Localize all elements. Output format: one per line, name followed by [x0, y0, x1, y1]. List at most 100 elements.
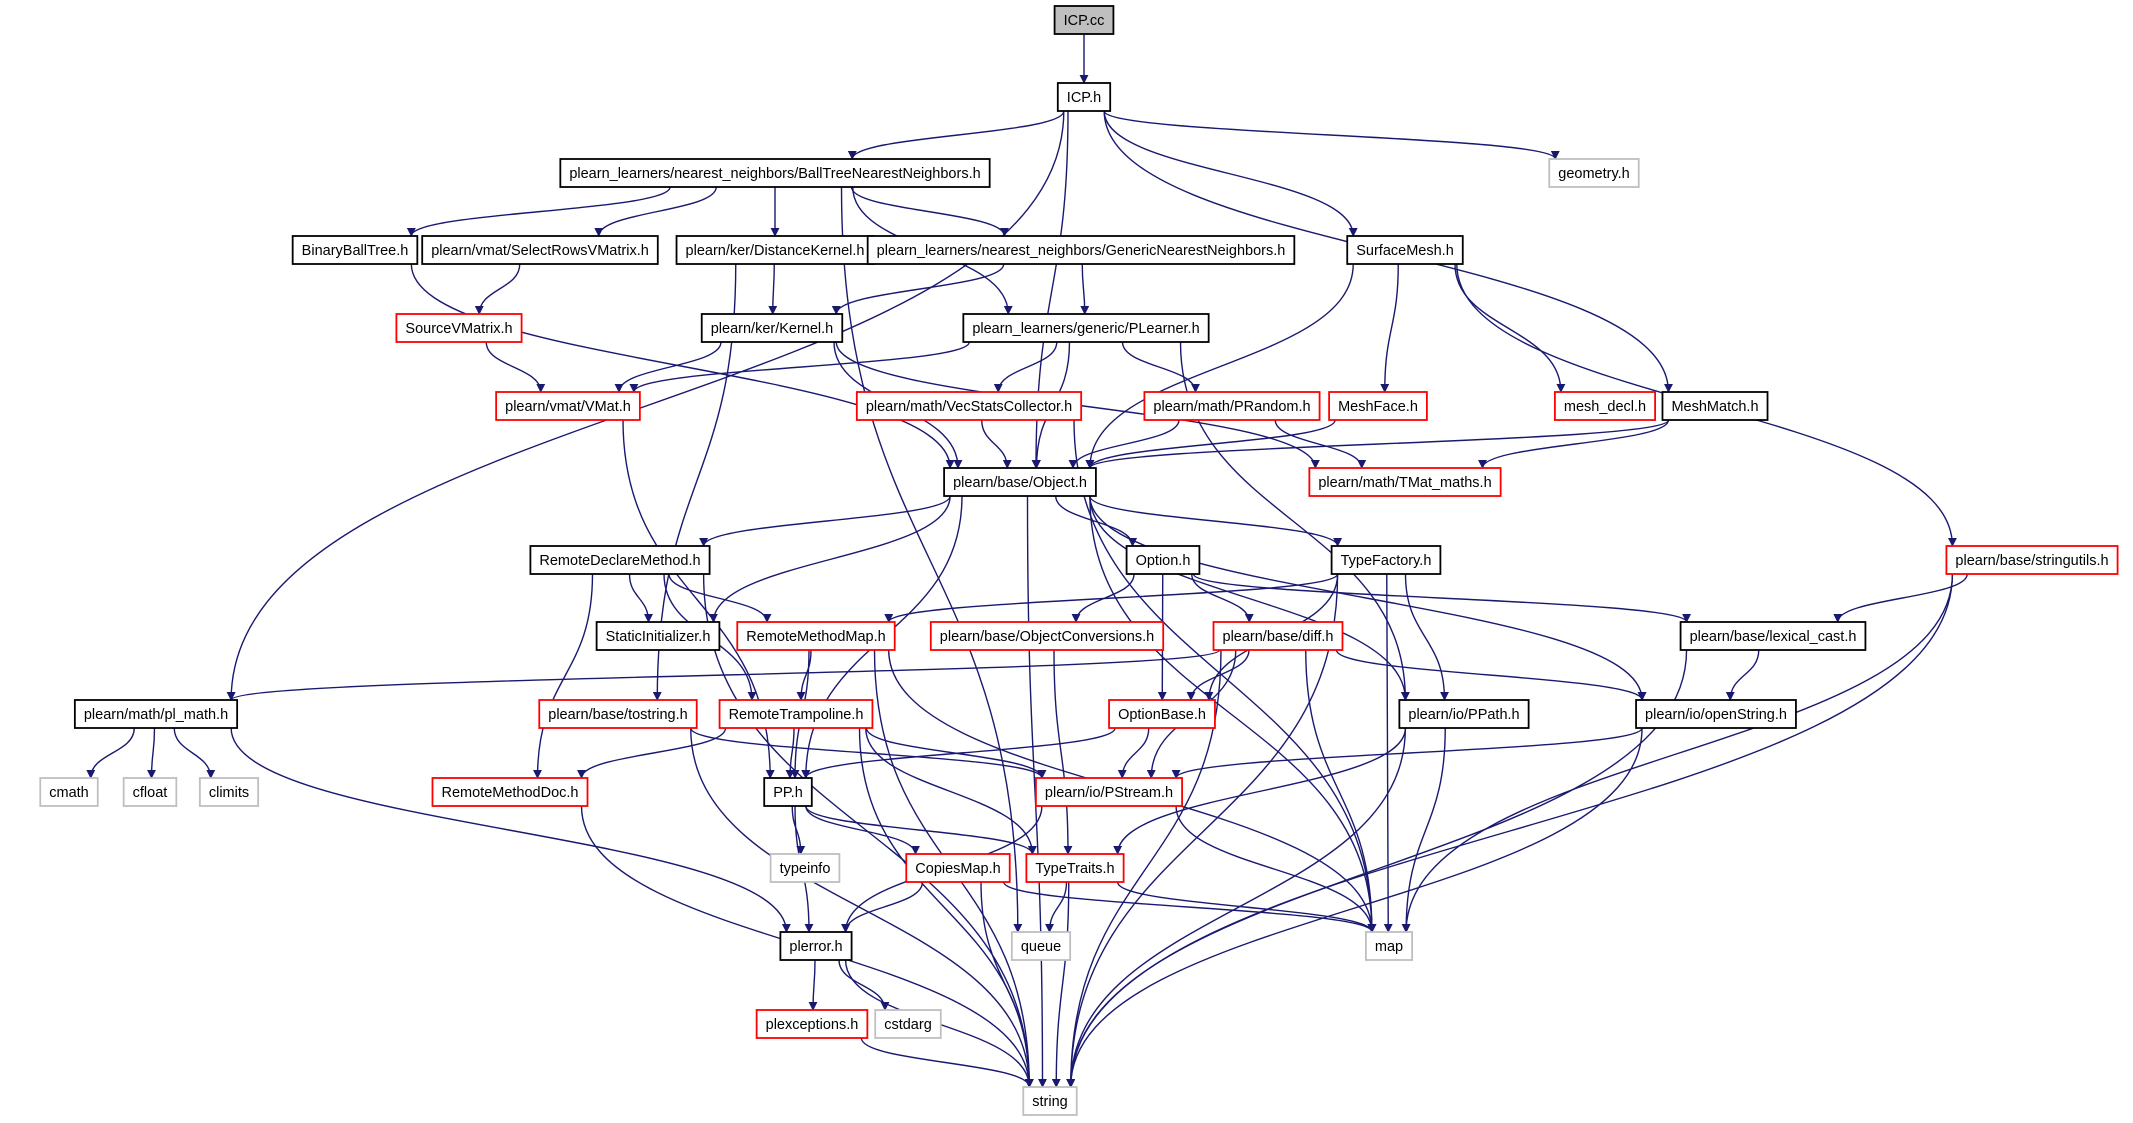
- node-string[interactable]: string: [1022, 1086, 1078, 1116]
- node-box: [1022, 1086, 1078, 1116]
- node-box: [1328, 391, 1428, 421]
- edge-diff-to-openstring: [1335, 649, 1647, 701]
- node-remotemap[interactable]: RemoteMethodMap.h: [736, 621, 896, 651]
- node-label: plearn/math/TMat_maths.h: [1318, 475, 1491, 491]
- edge-copiesmap-to-string: [980, 881, 1034, 1088]
- node-remotetramp[interactable]: RemoteTrampoline.h: [718, 699, 874, 729]
- node-staticinit[interactable]: StaticInitializer.h: [595, 621, 721, 651]
- node-remotedecl[interactable]: RemoteDeclareMethod.h: [529, 545, 711, 575]
- node-remotedoc[interactable]: RemoteMethodDoc.h: [431, 777, 589, 807]
- node-map[interactable]: map: [1364, 931, 1414, 961]
- node-label: cfloat: [133, 785, 168, 801]
- node-plmath[interactable]: plearn/math/pl_math.h: [73, 699, 239, 729]
- node-label: plearn_learners/nearest_neighbors/BallTr…: [569, 166, 980, 182]
- edge-icp_h-to-geometry: [1103, 110, 1560, 160]
- node-copiesmap[interactable]: CopiesMap.h: [905, 853, 1011, 883]
- node-ppath[interactable]: plearn/io/PPath.h: [1398, 699, 1530, 729]
- node-box: [1548, 158, 1640, 188]
- edge-plearner-to-vecstats: [993, 341, 1058, 393]
- node-lexcast[interactable]: plearn/base/lexical_cast.h: [1679, 621, 1867, 651]
- node-genericnn[interactable]: plearn_learners/nearest_neighbors/Generi…: [866, 235, 1296, 265]
- node-label: plearn/ker/DistanceKernel.h: [686, 243, 865, 259]
- node-objconv[interactable]: plearn/base/ObjectConversions.h: [929, 621, 1165, 651]
- node-pp[interactable]: PP.h: [763, 777, 813, 807]
- node-meshface[interactable]: MeshFace.h: [1328, 391, 1428, 421]
- node-openstring[interactable]: plearn/io/openString.h: [1635, 699, 1797, 729]
- node-meshmatch[interactable]: MeshMatch.h: [1661, 391, 1769, 421]
- node-typetraits[interactable]: TypeTraits.h: [1025, 853, 1125, 883]
- node-label: MeshMatch.h: [1671, 399, 1758, 415]
- edge-openstring-to-string: [1066, 727, 1643, 1088]
- edge-option-to-diff: [1191, 573, 1254, 623]
- node-option[interactable]: Option.h: [1125, 545, 1201, 575]
- node-label: RemoteMethodDoc.h: [441, 785, 578, 801]
- node-label: OptionBase.h: [1118, 707, 1206, 723]
- edge-icp_h-to-ballnn: [847, 110, 1065, 160]
- node-ballnn[interactable]: plearn_learners/nearest_neighbors/BallTr…: [559, 158, 991, 188]
- edges-layer: [86, 33, 1968, 1088]
- node-surfacemesh[interactable]: SurfaceMesh.h: [1346, 235, 1464, 265]
- node-box: [905, 853, 1011, 883]
- node-tostring[interactable]: plearn/base/tostring.h: [538, 699, 698, 729]
- edge-pstream-to-map: [1175, 805, 1377, 933]
- edge-diff-to-string: [1066, 649, 1222, 1088]
- node-box: [595, 621, 721, 651]
- edge-prandom-to-object: [1068, 419, 1180, 469]
- node-box: [755, 1009, 869, 1039]
- node-box: [1945, 545, 2119, 575]
- node-plexc[interactable]: plexceptions.h: [755, 1009, 869, 1039]
- node-kernel[interactable]: plearn/ker/Kernel.h: [700, 313, 844, 343]
- node-cfloat[interactable]: cfloat: [122, 777, 178, 807]
- node-cmath[interactable]: cmath: [39, 777, 99, 807]
- node-selrows[interactable]: plearn/vmat/SelectRowsVMatrix.h: [421, 235, 659, 265]
- node-label: cstdarg: [884, 1017, 932, 1033]
- node-box: [943, 467, 1097, 497]
- node-vecstats[interactable]: plearn/math/VecStatsCollector.h: [855, 391, 1083, 421]
- edge-vecstats-to-object: [981, 419, 1012, 469]
- node-typefactory[interactable]: TypeFactory.h: [1330, 545, 1442, 575]
- edge-object-to-ppath: [1089, 495, 1410, 701]
- node-climits[interactable]: climits: [198, 777, 260, 807]
- node-balltree[interactable]: BinaryBallTree.h: [291, 235, 419, 265]
- node-pstream[interactable]: plearn/io/PStream.h: [1035, 777, 1183, 807]
- node-icp_cc[interactable]: ICP.cc: [1053, 5, 1115, 35]
- node-plearner[interactable]: plearn_learners/generic/PLearner.h: [962, 313, 1210, 343]
- edge-tostring-to-pstream: [690, 727, 1047, 779]
- node-typeinfo[interactable]: typeinfo: [769, 853, 841, 883]
- edge-selrows-to-sourcevm: [474, 263, 521, 315]
- node-prandom[interactable]: plearn/math/PRandom.h: [1143, 391, 1321, 421]
- node-perror[interactable]: plerror.h: [779, 931, 853, 961]
- node-distkernel[interactable]: plearn/ker/DistanceKernel.h: [675, 235, 875, 265]
- node-box: [1125, 545, 1201, 575]
- node-box: [1308, 467, 1502, 497]
- node-box: [1035, 777, 1183, 807]
- node-label: plearn/ker/Kernel.h: [711, 321, 834, 337]
- node-queue[interactable]: queue: [1010, 931, 1072, 961]
- node-box: [1330, 545, 1442, 575]
- edge-meshface-to-object: [1085, 419, 1336, 469]
- node-stringutils[interactable]: plearn/base/stringutils.h: [1945, 545, 2119, 575]
- node-box: [538, 699, 698, 729]
- node-cstdarg[interactable]: cstdarg: [874, 1009, 942, 1039]
- node-label: SurfaceMesh.h: [1356, 243, 1454, 259]
- node-tmat[interactable]: plearn/math/TMat_maths.h: [1308, 467, 1502, 497]
- node-box: [763, 777, 813, 807]
- node-box: [874, 1009, 942, 1039]
- node-box: [1212, 621, 1344, 651]
- node-geometry[interactable]: geometry.h: [1548, 158, 1640, 188]
- node-optionbase[interactable]: OptionBase.h: [1108, 699, 1216, 729]
- node-sourcevm[interactable]: SourceVMatrix.h: [395, 313, 523, 343]
- edge-openstring-to-pstream: [1171, 727, 1643, 779]
- edge-lexcast-to-openstring: [1725, 649, 1760, 701]
- edge-object-to-typefactory: [1089, 495, 1343, 547]
- edge-icp_h-to-surfacemesh: [1103, 110, 1358, 237]
- node-object[interactable]: plearn/base/Object.h: [943, 467, 1097, 497]
- node-meshdecl[interactable]: mesh_decl.h: [1553, 391, 1657, 421]
- node-icp_h[interactable]: ICP.h: [1056, 82, 1112, 112]
- edge-distkernel-to-kernel: [768, 263, 778, 315]
- node-label: TypeFactory.h: [1341, 553, 1432, 569]
- node-diff[interactable]: plearn/base/diff.h: [1212, 621, 1344, 651]
- node-label: mesh_decl.h: [1564, 399, 1646, 415]
- node-vmat[interactable]: plearn/vmat/VMat.h: [495, 391, 641, 421]
- edge-copiesmap-to-perror: [841, 881, 924, 933]
